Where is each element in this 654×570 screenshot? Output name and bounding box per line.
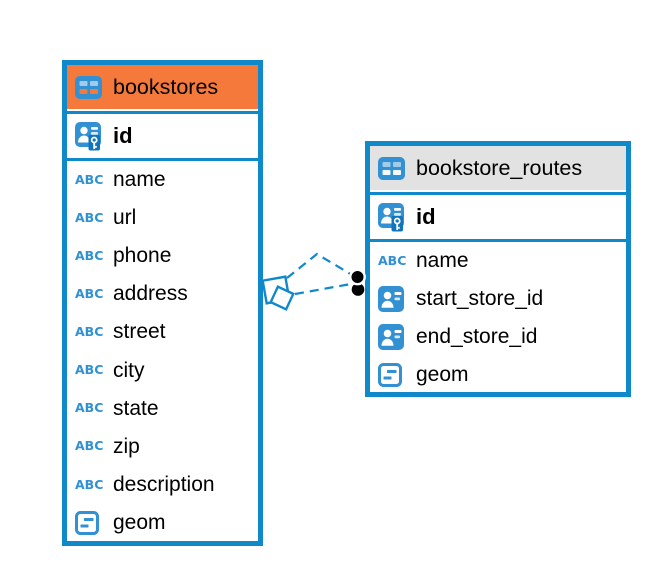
geometry-type-icon xyxy=(75,510,104,535)
column-row-end-store-id[interactable]: end_store_id xyxy=(370,318,626,356)
column-name: geom xyxy=(416,363,469,387)
relationship-line-1[interactable] xyxy=(286,252,353,279)
column-name: id xyxy=(416,204,436,229)
column-row-start-store-id[interactable]: start_store_id xyxy=(370,280,626,318)
reference-id-icon xyxy=(378,285,407,313)
column-name: url xyxy=(113,206,137,230)
column-name: phone xyxy=(113,244,172,268)
column-name: start_store_id xyxy=(416,287,544,311)
column-name: address xyxy=(113,282,188,306)
table-bookstore-routes[interactable]: bookstore_routes id ABC name xyxy=(365,141,631,397)
column-name: id xyxy=(113,123,133,148)
column-row-description[interactable]: ABC description xyxy=(67,466,258,504)
text-type-icon: ABC xyxy=(75,438,104,454)
column-name: name xyxy=(113,168,166,192)
column-row-city[interactable]: ABC city xyxy=(67,351,258,389)
column-name: description xyxy=(113,472,215,496)
column-name: name xyxy=(416,249,469,273)
relationship-diamond-endpoints xyxy=(261,275,295,311)
column-row-id[interactable]: id xyxy=(370,195,626,239)
text-type-icon: ABC xyxy=(75,171,104,187)
column-row-geom[interactable]: geom xyxy=(370,356,626,394)
table-icon xyxy=(378,156,407,180)
table-title: bookstore_routes xyxy=(416,155,583,180)
column-name: zip xyxy=(113,434,140,458)
relationship-dot-endpoints xyxy=(349,268,366,296)
column-name: city xyxy=(113,358,145,382)
column-row-zip[interactable]: ABC zip xyxy=(67,428,258,466)
column-row-geom[interactable]: geom xyxy=(67,504,258,542)
table-icon xyxy=(75,75,104,99)
bookstores-header[interactable]: bookstores xyxy=(67,65,258,109)
text-type-icon: ABC xyxy=(75,247,104,263)
primary-key-icon xyxy=(378,202,407,232)
reference-id-icon xyxy=(378,323,407,351)
column-name: state xyxy=(113,396,159,420)
text-type-icon: ABC xyxy=(75,400,104,416)
column-row-name[interactable]: ABC name xyxy=(67,161,258,199)
column-row-phone[interactable]: ABC phone xyxy=(67,237,258,275)
column-row-name[interactable]: ABC name xyxy=(370,242,626,280)
text-type-icon: ABC xyxy=(75,324,104,340)
divider xyxy=(67,111,258,114)
divider xyxy=(67,158,258,161)
text-type-icon: ABC xyxy=(75,476,104,492)
text-type-icon: ABC xyxy=(75,286,104,302)
divider xyxy=(370,192,626,195)
column-name: street xyxy=(113,320,166,344)
column-name: end_store_id xyxy=(416,325,538,349)
geometry-type-icon xyxy=(378,363,407,388)
table-bookstores[interactable]: bookstores id ABC name xyxy=(62,60,263,546)
column-row-id[interactable]: id xyxy=(67,114,258,158)
divider xyxy=(370,239,626,242)
column-name: geom xyxy=(113,510,166,534)
text-type-icon: ABC xyxy=(378,252,407,268)
text-type-icon: ABC xyxy=(75,362,104,378)
relationship-line-2[interactable] xyxy=(294,282,352,296)
text-type-icon: ABC xyxy=(75,209,104,225)
primary-key-icon xyxy=(75,121,104,151)
bookstore-routes-header[interactable]: bookstore_routes xyxy=(370,146,626,190)
column-row-address[interactable]: ABC address xyxy=(67,275,258,313)
column-row-url[interactable]: ABC url xyxy=(67,199,258,237)
column-row-state[interactable]: ABC state xyxy=(67,390,258,428)
column-row-street[interactable]: ABC street xyxy=(67,313,258,351)
table-title: bookstores xyxy=(113,74,219,99)
